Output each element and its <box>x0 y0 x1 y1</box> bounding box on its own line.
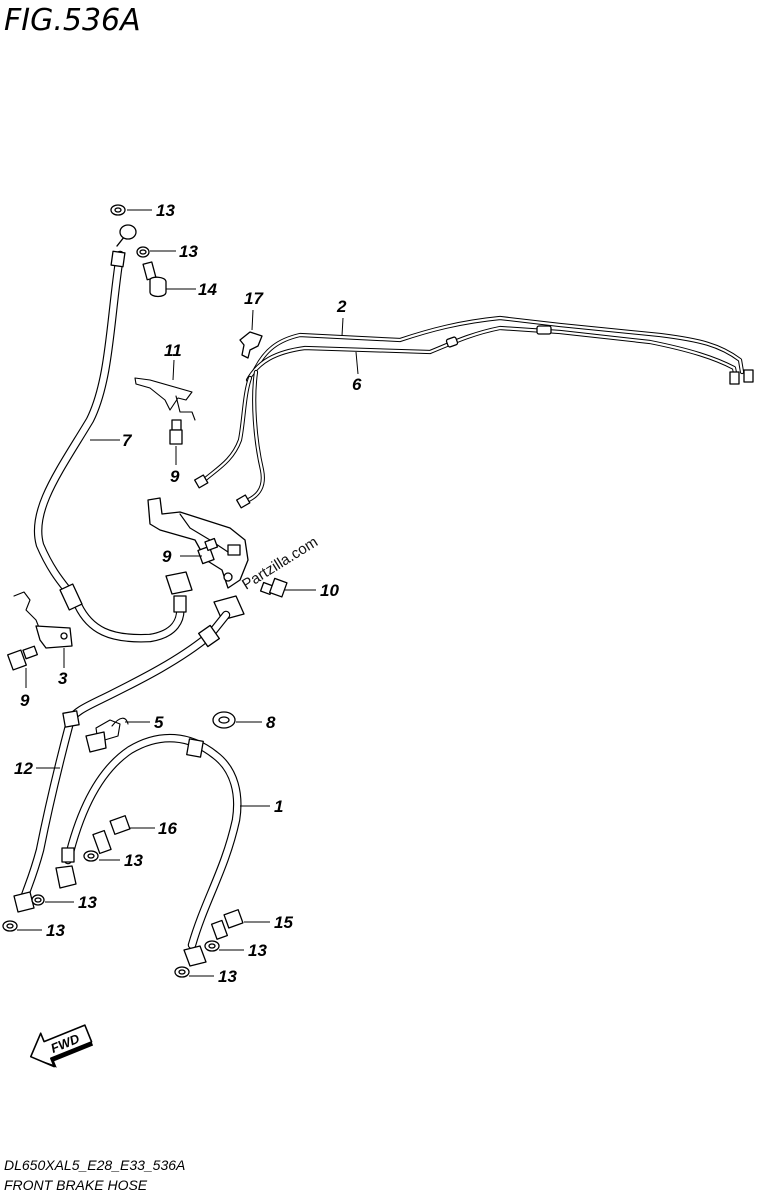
callout-13: 13 <box>179 242 198 261</box>
clamp-17[interactable] <box>239 331 263 359</box>
callout-13: 13 <box>218 967 237 986</box>
callout-1: 1 <box>274 797 283 816</box>
hose-1[interactable] <box>55 733 242 967</box>
clamp-5[interactable] <box>85 717 129 753</box>
callout-16: 16 <box>158 819 177 838</box>
brake-pipe-drop[interactable] <box>194 369 265 509</box>
fwd-arrow-icon: FWD <box>29 1024 94 1068</box>
pipe-joint-right <box>445 325 754 385</box>
callout-10: 10 <box>320 581 339 600</box>
callout-5: 5 <box>154 713 164 732</box>
washer-13-second[interactable] <box>136 246 150 258</box>
washer-13-top[interactable] <box>110 204 126 216</box>
callout-9: 9 <box>162 547 172 566</box>
washer-13-lower-2[interactable] <box>31 894 45 906</box>
washer-13-lower-5[interactable] <box>174 966 190 978</box>
callout-13: 13 <box>78 893 97 912</box>
bracket-3[interactable] <box>13 591 73 649</box>
callout-12: 12 <box>14 759 33 778</box>
callout-13: 13 <box>124 851 143 870</box>
bolt-10[interactable] <box>259 577 288 598</box>
callout-13: 13 <box>248 941 267 960</box>
washer-13-lower-3[interactable] <box>2 920 18 932</box>
callout-6: 6 <box>352 375 362 394</box>
washer-13-lower-1[interactable] <box>83 850 99 862</box>
hose-12[interactable] <box>13 610 231 913</box>
union-bolt-14[interactable] <box>142 261 167 298</box>
figure-name: FRONT BRAKE HOSE <box>4 1177 148 1193</box>
callout-13: 13 <box>46 921 65 940</box>
callout-7: 7 <box>122 431 133 450</box>
union-bolt-16[interactable] <box>92 815 131 855</box>
leader-lines <box>17 209 359 977</box>
hose-7[interactable] <box>33 224 187 643</box>
figure-code: DL650XAL5_E28_E33_536A <box>4 1157 185 1173</box>
clamp-8[interactable] <box>212 711 236 729</box>
callout-3: 3 <box>58 669 68 688</box>
brake-pipe-2[interactable] <box>252 315 745 375</box>
washer-13-lower-4[interactable] <box>204 940 220 952</box>
bolt-9-middle[interactable] <box>197 537 219 565</box>
callout-11: 11 <box>164 341 182 360</box>
grommet-left[interactable] <box>165 571 193 595</box>
union-bolt-15[interactable] <box>210 909 244 940</box>
callout-2: 2 <box>336 297 347 316</box>
callout-17: 17 <box>244 289 264 308</box>
callout-14: 14 <box>198 280 217 299</box>
callout-15: 15 <box>274 913 293 932</box>
bolt-9-left[interactable] <box>7 645 38 671</box>
callout-8: 8 <box>266 713 276 732</box>
bracket-11[interactable] <box>134 377 196 421</box>
bolt-9-upper[interactable] <box>169 419 183 445</box>
callout-9: 9 <box>170 467 180 486</box>
joint-bracket[interactable] <box>147 497 249 589</box>
callout-9: 9 <box>20 691 30 710</box>
callout-13: 13 <box>156 201 175 220</box>
figure-title: FIG.536A <box>4 3 141 38</box>
brake-pipe-6[interactable] <box>245 325 739 383</box>
